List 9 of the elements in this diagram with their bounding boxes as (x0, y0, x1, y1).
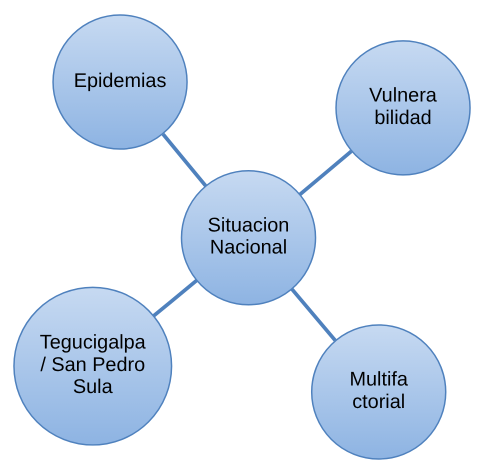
node-circle: Vulnera bilidad (334, 40, 470, 176)
connector (161, 133, 207, 188)
connector (298, 150, 352, 196)
node-circle: Tegucigalpa / San Pedro Sula (12, 286, 172, 446)
connector (290, 288, 336, 342)
node-circle: Epidemias (52, 14, 188, 150)
connector (152, 279, 198, 318)
node-circle: Multifa ctorial (310, 324, 446, 460)
node-circle: Situacion Nacional (180, 170, 316, 306)
